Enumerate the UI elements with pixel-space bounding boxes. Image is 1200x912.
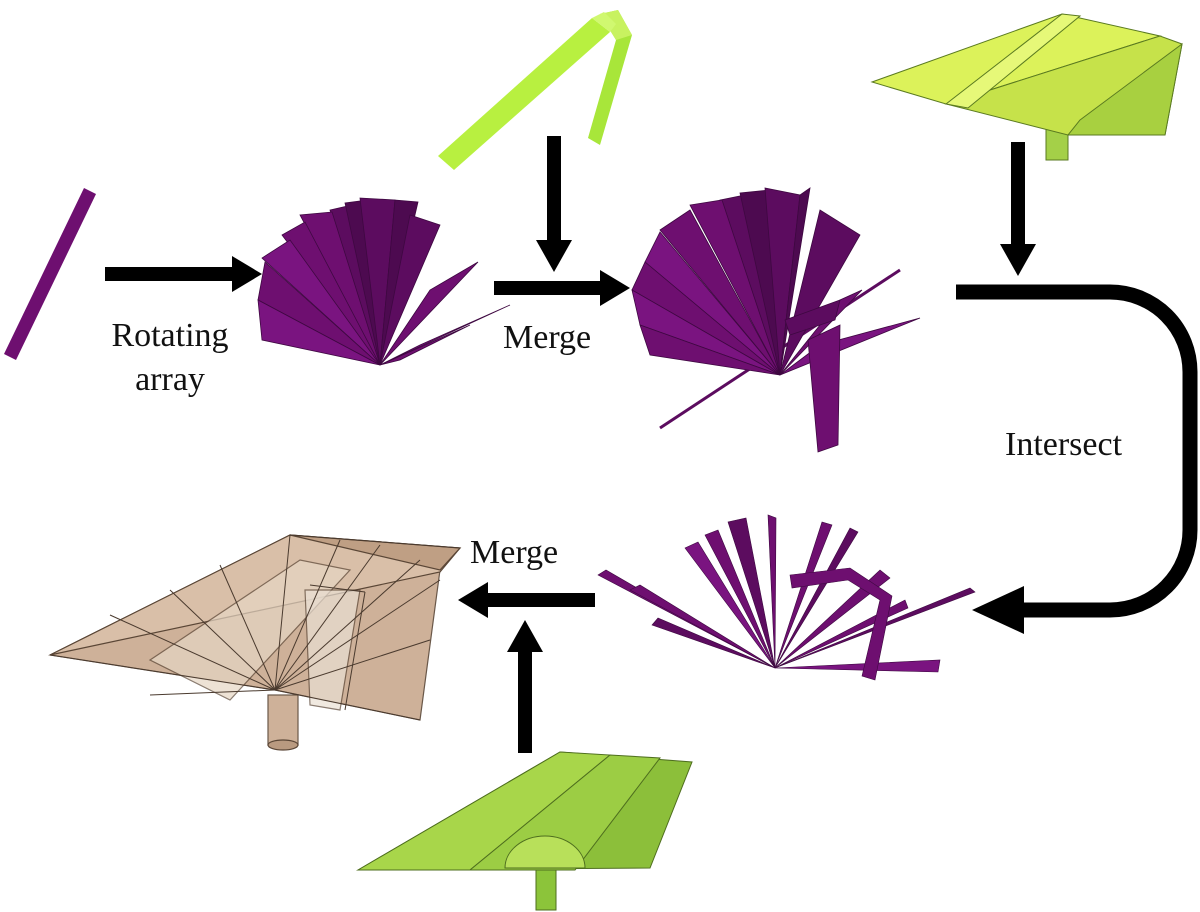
label-rotating-line2: array xyxy=(135,361,205,398)
label-intersect: Intersect xyxy=(1005,426,1123,463)
label-merge-bottom: Merge xyxy=(470,534,559,571)
label-merge-top: Merge xyxy=(503,319,592,356)
rotated-blade-fan xyxy=(257,197,511,366)
intersected-fan-shape xyxy=(597,514,976,681)
arrow-rotating-array xyxy=(105,256,262,292)
label-rotating-line1: Rotating xyxy=(111,317,229,354)
arrow-up-bottom-merge xyxy=(507,620,543,753)
single-blade-shape xyxy=(4,188,96,360)
arrow-intersect-curve xyxy=(956,284,1198,634)
arrow-down-top-merge xyxy=(536,136,572,272)
bent-strip-shape xyxy=(438,10,632,170)
arrow-down-right xyxy=(1000,142,1036,276)
final-funnel-shape xyxy=(48,534,462,751)
funnel-plate-shape xyxy=(870,13,1183,161)
arrow-merge-top xyxy=(494,270,630,306)
arrow-merge-bottom xyxy=(458,582,595,618)
bottom-plate-shape xyxy=(356,751,693,911)
merged-fan-shape xyxy=(631,187,921,453)
